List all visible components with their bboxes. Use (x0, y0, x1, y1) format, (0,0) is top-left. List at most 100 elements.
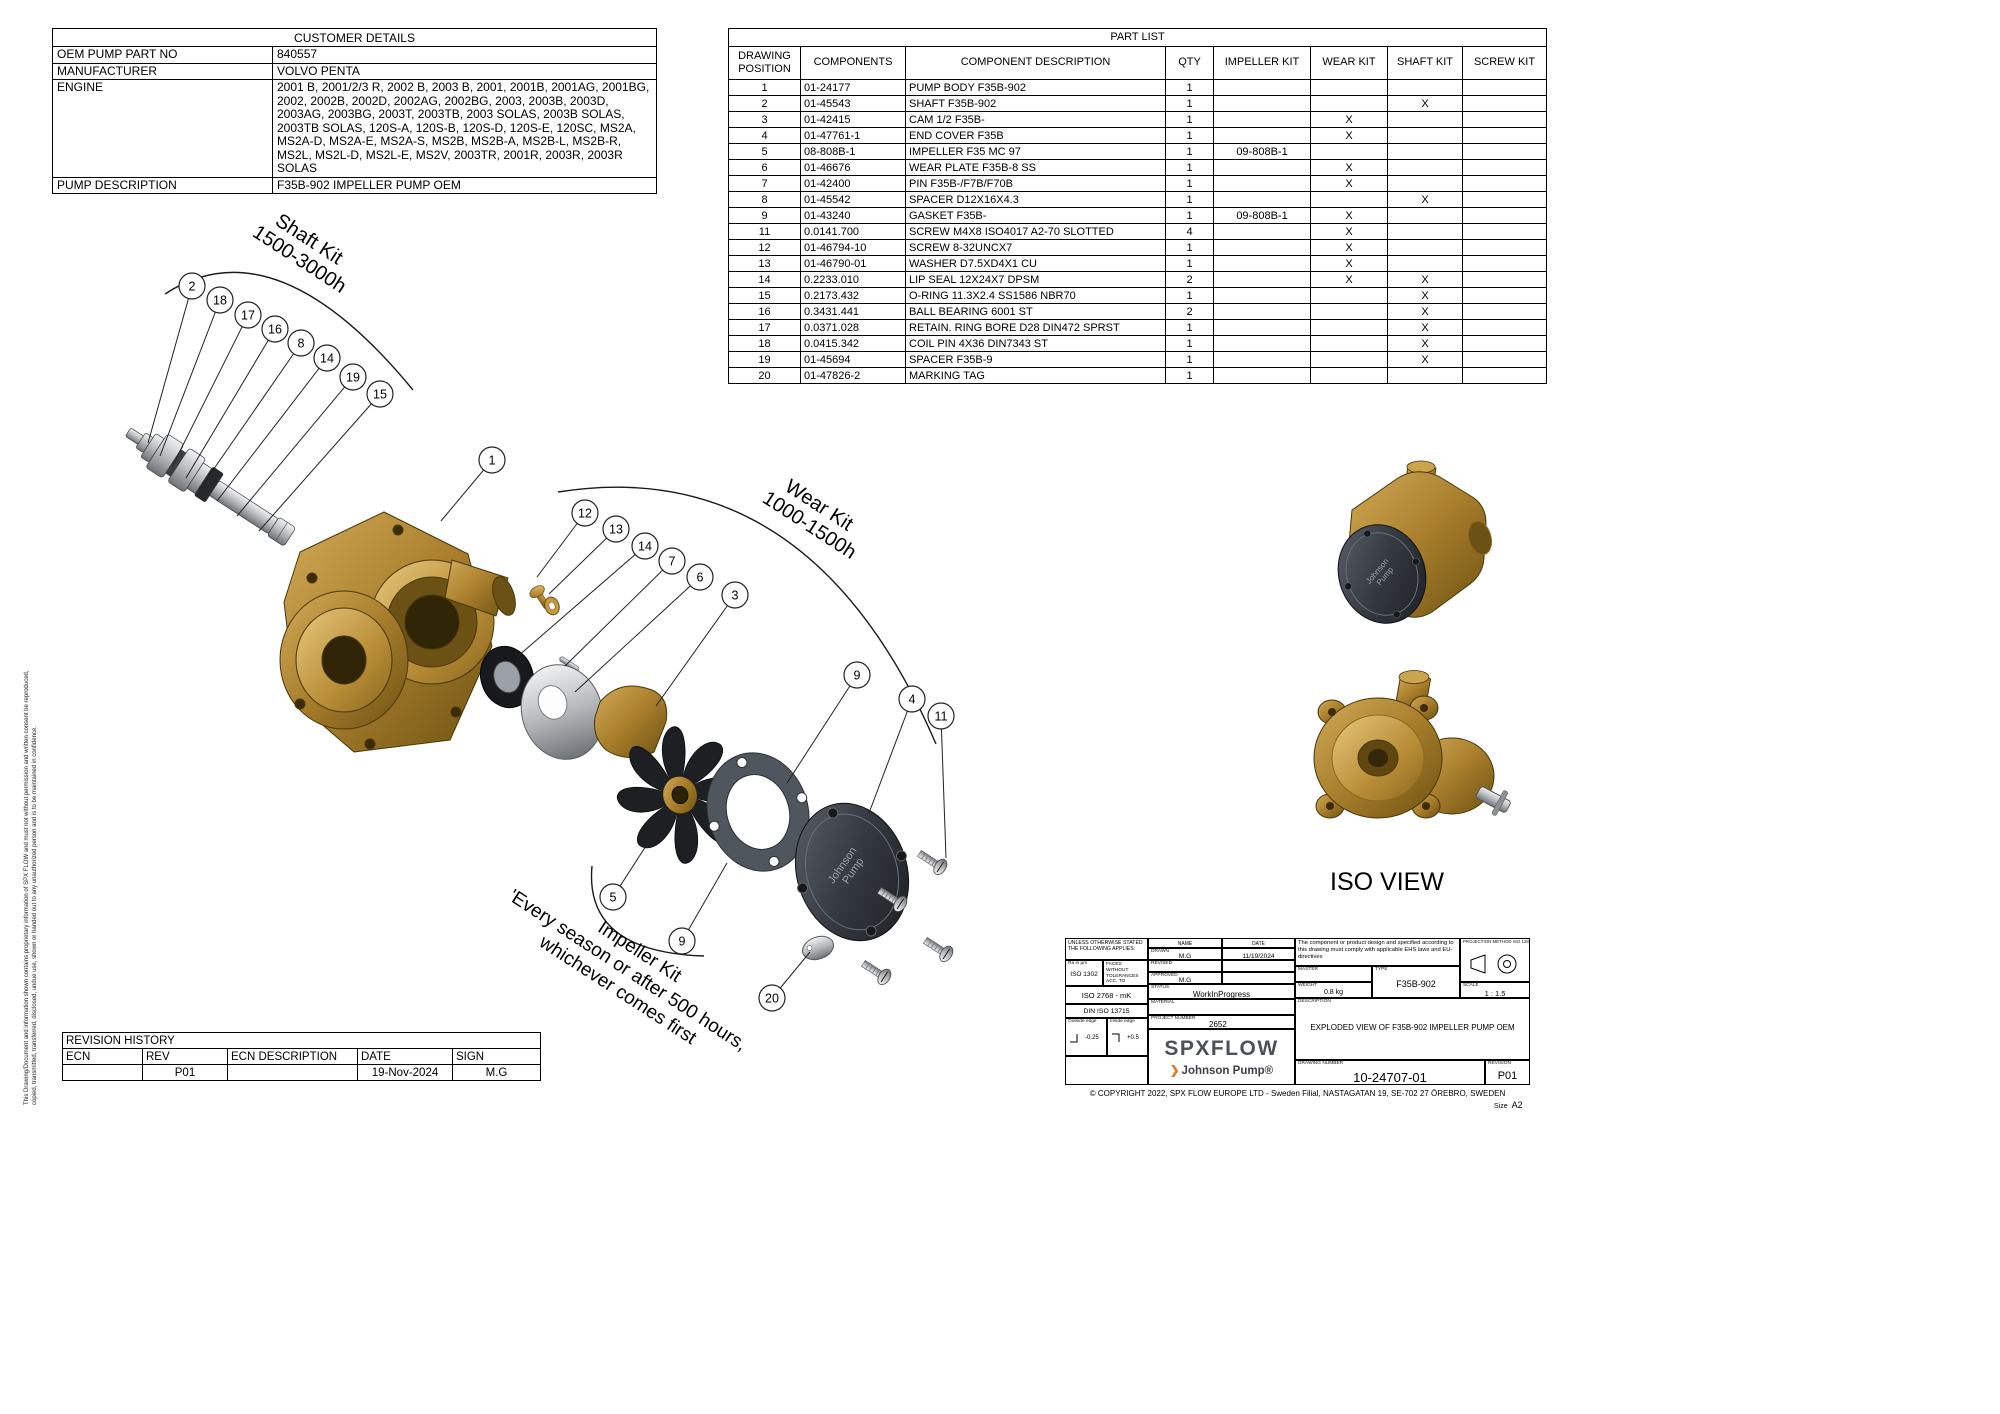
cell-position: 16 (728, 303, 801, 320)
spxflow-logo: SPXFLOW (1164, 1037, 1279, 1060)
svg-text:19: 19 (346, 371, 360, 385)
cell-screw-kit (1461, 143, 1548, 160)
cell-screw-kit (1461, 159, 1548, 176)
drawing-number-value: 10-24707-01 (1353, 1070, 1427, 1085)
cell-shaft-kit: X (1387, 191, 1463, 208)
end-cover: Johnson Pump (794, 802, 910, 942)
cell-qty: 2 (1165, 271, 1214, 288)
part-list-row: 2 01-45543 SHAFT F35B-902 1 X (728, 95, 1548, 112)
part-list-table: PART LIST DRAWING POSITION COMPONENTS CO… (727, 28, 1548, 384)
cell-wear-kit: X (1310, 223, 1388, 240)
cell-wear-kit (1310, 367, 1388, 384)
scale-cell: SCALE 1 : 1.5 (1460, 982, 1530, 998)
cell-qty: 1 (1165, 175, 1214, 192)
type-label: TYPE (1375, 967, 1388, 972)
detail-label: ENGINE (52, 79, 273, 178)
part-list-row: 19 01-45694 SPACER F35B-9 1 X (728, 351, 1548, 368)
cell-ecn (62, 1064, 143, 1081)
drawn-name: M.G (1178, 953, 1192, 960)
cell-position: 7 (728, 175, 801, 192)
type-cell: TYPE F35B-902 (1372, 966, 1460, 998)
cell-position: 5 (728, 143, 801, 160)
confidentiality-line-1: This Drawing/Document and information sh… (24, 670, 30, 1105)
part-list-row: 4 01-47761-1 END COVER F35B 1 X (728, 127, 1548, 144)
drawn-date: 11/19/2024 (1242, 953, 1275, 960)
johnson-pump-logo-text: Johnson Pump® (1181, 1065, 1274, 1077)
scale-label: SCALE (1463, 983, 1479, 988)
cell-wear-kit (1310, 95, 1388, 112)
col-impeller-kit: IMPELLER KIT (1213, 46, 1311, 80)
cell-position: 18 (728, 335, 801, 352)
cell-description: CAM 1/2 F35B- (905, 111, 1166, 128)
balloon: 16 (261, 315, 289, 343)
confidentiality-line-2: copied, transmitted, transferred, disclo… (31, 726, 38, 1105)
cell-screw-kit (1461, 127, 1548, 144)
cell-wear-kit: X (1310, 239, 1388, 256)
balloon: 18 (206, 286, 234, 314)
cell-screw-kit (1461, 255, 1548, 272)
balloon: 3 (721, 581, 749, 609)
cell-qty: 1 (1165, 335, 1214, 352)
svg-text:3: 3 (732, 589, 739, 603)
cell-impeller-kit: 09-808B-1 (1213, 143, 1311, 160)
balloon: 11 (927, 702, 955, 730)
cell-qty: 1 (1165, 159, 1214, 176)
cell-position: 12 (728, 239, 801, 256)
cell-qty: 1 (1165, 255, 1214, 272)
balloon: 2 (178, 272, 206, 300)
cell-qty: 1 (1165, 191, 1214, 208)
cell-qty: 4 (1165, 223, 1214, 240)
svg-text:17: 17 (241, 309, 255, 323)
approved-date-cell (1222, 972, 1295, 984)
balloon: 20 (758, 984, 786, 1012)
cell-wear-kit (1310, 303, 1388, 320)
iso1302-value: ISO 1302 (1070, 971, 1098, 978)
cell-impeller-kit: 09-808B-1 (1213, 207, 1311, 224)
outside-edge-cell: Outside edge -0.25 (1065, 1018, 1107, 1056)
weight-cell: WEIGHT 0.8 kg (1295, 982, 1372, 998)
cell-shaft-kit (1387, 127, 1463, 144)
cell-shaft-kit: X (1387, 271, 1463, 288)
balloon: 4 (898, 685, 926, 713)
cell-screw-kit (1461, 95, 1548, 112)
compliance-note: The component or product design and spec… (1295, 938, 1460, 966)
cell-qty: 1 (1165, 319, 1214, 336)
revised-label: REVISED (1151, 961, 1173, 966)
cell-description: SCREW 8-32UNCX7 (905, 239, 1166, 256)
cell-description: BALL BEARING 6001 ST (905, 303, 1166, 320)
cell-shaft-kit: X (1387, 287, 1463, 304)
cell-component: 01-47761-1 (800, 127, 906, 144)
cell-position: 17 (728, 319, 801, 336)
cell-shaft-kit (1387, 239, 1463, 256)
cell-shaft-kit (1387, 111, 1463, 128)
detail-label: PUMP DESCRIPTION (52, 176, 273, 194)
cell-screw-kit (1461, 351, 1548, 368)
customer-details-title: CUSTOMER DETAILS (51, 28, 658, 47)
cell-impeller-kit (1213, 319, 1311, 336)
detail-value: 840557 (271, 46, 658, 64)
size-value: A2 (1511, 1100, 1523, 1110)
cell-screw-kit (1461, 319, 1548, 336)
drawn-label: DRAWN (1151, 949, 1169, 954)
drawing-number-label: DRAWING NUMBER (1298, 1061, 1344, 1066)
empty-cell (1065, 1056, 1148, 1085)
part-list-row: 14 0.2233.010 LIP SEAL 12X24X7 DPSM 2 X … (728, 271, 1548, 288)
revision-value: P01 (1497, 1070, 1518, 1082)
cell-screw-kit (1461, 367, 1548, 384)
part-list-row: 3 01-42415 CAM 1/2 F35B- 1 X (728, 111, 1548, 128)
svg-text:14: 14 (320, 352, 334, 366)
cell-date: 19-Nov-2024 (357, 1064, 453, 1081)
name-header: NAME (1148, 938, 1222, 948)
part-list-title: PART LIST (727, 28, 1548, 47)
cell-shaft-kit (1387, 367, 1463, 384)
svg-text:6: 6 (697, 571, 704, 585)
cell-shaft-kit (1387, 159, 1463, 176)
approved-label: APPROVED (1151, 973, 1178, 978)
outside-edge-icon (1070, 1034, 1078, 1043)
cell-qty: 1 (1165, 351, 1214, 368)
cell-shaft-kit: X (1387, 319, 1463, 336)
customer-details-row: PUMP DESCRIPTION F35B-902 IMPELLER PUMP … (52, 176, 658, 194)
balloon: 14 (631, 532, 659, 560)
cell-position: 9 (728, 207, 801, 224)
status-value: WorkInProgress (1192, 990, 1251, 999)
